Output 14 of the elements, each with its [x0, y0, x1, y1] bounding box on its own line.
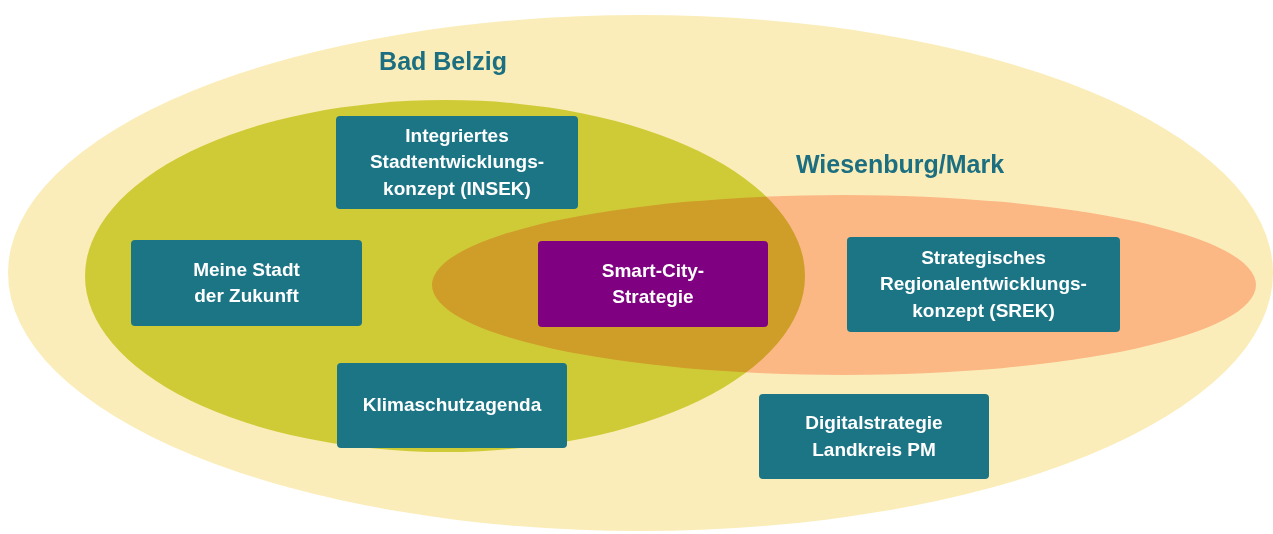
process-box: [759, 394, 989, 479]
box-label: Klimaschutzagenda: [361, 393, 543, 418]
box-label: Digitalstrategie Landkreis PM: [804, 411, 944, 462]
box-label: Meine Stadt der Zukunft: [192, 257, 301, 308]
region-heading: Bad Belzig: [379, 47, 507, 76]
process-box: [538, 241, 768, 327]
region-heading: Wiesenburg/Mark: [795, 150, 1005, 179]
process-box: [336, 116, 578, 209]
box-label: Strategisches Regionalentwicklungs-konzept (SREK): [879, 246, 1088, 323]
process-box: [847, 237, 1120, 332]
process-box: [131, 240, 362, 326]
process-box: [337, 363, 567, 448]
box-label: Integriertes Stadtentwicklungs-konzept (INSEK): [368, 124, 546, 201]
box-label: Smart-City-Strategie: [600, 258, 706, 309]
